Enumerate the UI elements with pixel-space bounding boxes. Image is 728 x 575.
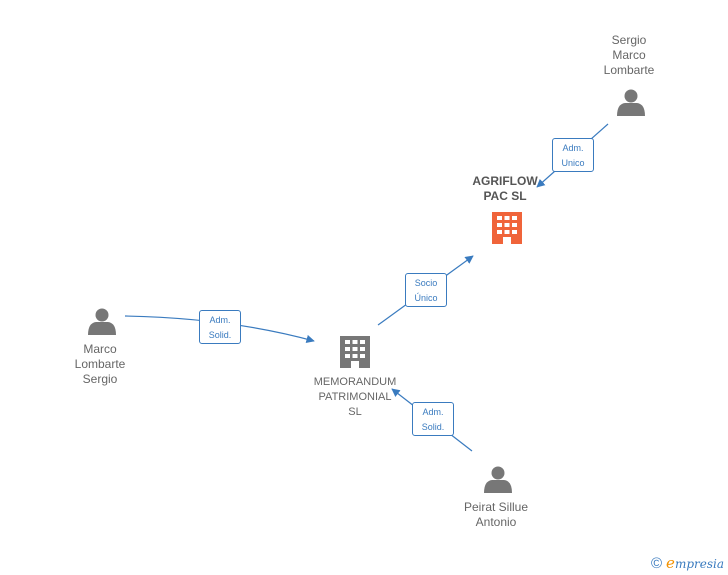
edge-label-memorandum-agriflow: Socio Único (405, 273, 447, 307)
person-label-marco-lombarte-sergio[interactable]: Marco Lombarte Sergio (74, 342, 126, 386)
person-icon[interactable] (617, 89, 645, 117)
empresia-logo: © empresia (651, 554, 724, 572)
copyright-symbol: © (650, 554, 663, 572)
person-icon[interactable] (88, 308, 116, 336)
person-icon[interactable] (484, 466, 512, 494)
edge-label-marco-memorandum: Adm. Solid. (199, 310, 241, 344)
company-label-agriflow[interactable]: AGRIFLOW PAC SL (472, 174, 538, 203)
building-icon[interactable] (492, 212, 522, 244)
building-icon[interactable] (340, 336, 370, 368)
edge-label-sergio-agriflow: Adm. Unico (552, 138, 594, 172)
company-label-memorandum[interactable]: MEMORANDUM PATRIMONIAL SL (313, 376, 397, 418)
edge-label-peirat-memorandum: Adm. Solid. (412, 402, 454, 436)
person-label-peirat-sillue[interactable]: Peirat Sillue Antonio (463, 500, 529, 529)
logo-name: mpresia (674, 557, 724, 571)
person-label-sergio-marco-lombarte[interactable]: Sergio Marco Lombarte (603, 33, 655, 77)
logo-initial: e (666, 554, 675, 572)
